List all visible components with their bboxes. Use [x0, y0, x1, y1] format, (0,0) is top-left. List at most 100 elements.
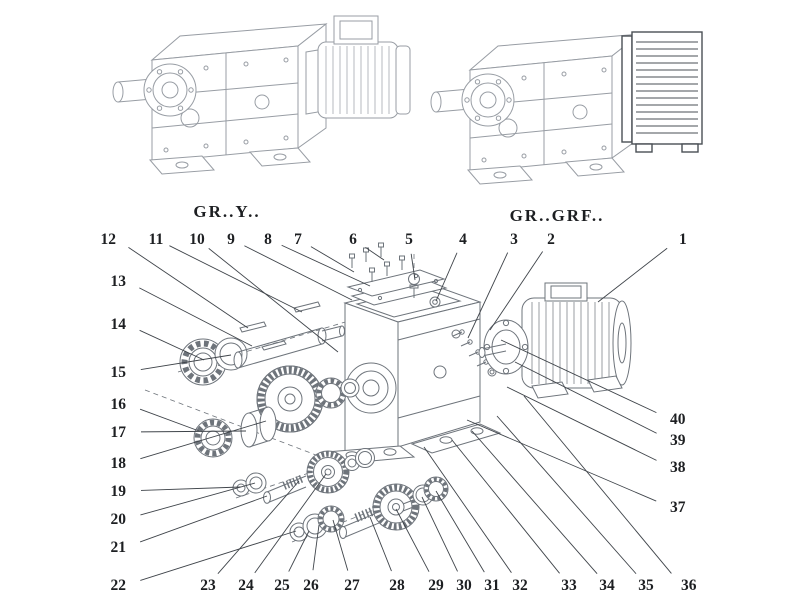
leader-line-part-38 [506, 386, 657, 461]
part-number-33: 33 [561, 577, 577, 594]
input-shaft [233, 301, 345, 369]
part-number-26: 26 [303, 577, 319, 594]
shaft-key [239, 321, 267, 333]
part-number-32: 32 [512, 577, 528, 594]
part-number-30: 30 [456, 577, 472, 594]
exploded-view [144, 242, 632, 543]
part-number-40: 40 [670, 411, 686, 428]
part-number-6: 6 [349, 231, 357, 248]
leader-line-part-20 [140, 482, 256, 516]
leader-line-part-21 [139, 495, 268, 543]
leader-line-part-1 [597, 247, 668, 303]
leader-line-part-11 [169, 245, 303, 313]
part-number-25: 25 [274, 577, 290, 594]
part-number-13: 13 [111, 273, 127, 290]
leader-line-part-3 [467, 252, 509, 339]
leader-line-part-6 [365, 247, 385, 261]
part-number-31: 31 [484, 577, 500, 594]
leader-line-part-40 [500, 339, 657, 414]
part-number-15: 15 [111, 364, 127, 381]
leader-line-part-33 [451, 439, 560, 574]
cover-bolts [349, 242, 441, 308]
leader-line-part-29 [395, 508, 430, 572]
motor-top-left [305, 15, 411, 119]
part-number-21: 21 [111, 539, 127, 556]
leader-line-part-7 [310, 246, 355, 273]
leader-line-part-9 [244, 245, 353, 301]
part-number-22: 22 [111, 577, 127, 594]
part-number-36: 36 [681, 577, 697, 594]
leader-line-part-4 [435, 252, 458, 302]
leader-line-part-27 [332, 519, 349, 571]
part-number-16: 16 [111, 396, 127, 413]
leader-line-part-22 [140, 530, 297, 581]
gear-housing [324, 282, 502, 465]
part-number-29: 29 [428, 577, 444, 594]
spacer-and-bearing [193, 406, 277, 458]
part-number-12: 12 [101, 231, 117, 248]
part-number-11: 11 [149, 231, 164, 248]
leader-line-part-32 [423, 446, 512, 573]
shaft-key [293, 301, 321, 313]
view-label-gr-grf: GR..GRF.. [510, 206, 605, 225]
part-number-38: 38 [670, 459, 686, 476]
part-number-9: 9 [227, 231, 235, 248]
vent-plug [429, 296, 441, 308]
part-number-17: 17 [111, 424, 127, 441]
leader-line-part-2 [489, 251, 544, 331]
leader-line-part-35 [496, 415, 637, 575]
leader-line-part-25 [288, 530, 310, 572]
housing-cover [346, 269, 448, 306]
terminal-box [544, 282, 588, 302]
leader-line-part-26 [312, 524, 320, 571]
part-number-37: 37 [670, 499, 686, 516]
assembled-view-gr-grf [430, 31, 703, 185]
leader-line-part-36 [523, 395, 672, 574]
leader-line-part-14 [139, 329, 205, 361]
view-label-gr-y: GR..Y.. [193, 202, 260, 221]
leader-line-part-23 [217, 480, 300, 575]
part-number-20: 20 [111, 511, 127, 528]
part-number-18: 18 [111, 455, 127, 472]
part-number-8: 8 [264, 231, 272, 248]
pinion-assembly [232, 448, 375, 504]
gear-side-rings [315, 377, 360, 409]
leader-line-part-12 [128, 247, 249, 329]
input-bearing-cover [143, 63, 197, 117]
leader-line-part-30 [421, 496, 458, 572]
part-number-35: 35 [638, 577, 654, 594]
part-number-34: 34 [599, 577, 615, 594]
leader-line-part-24 [254, 473, 327, 574]
motor-flange [478, 319, 529, 375]
part-number-1: 1 [679, 231, 687, 248]
part-number-28: 28 [389, 577, 405, 594]
part-number-14: 14 [111, 316, 127, 333]
part-number-5: 5 [405, 231, 413, 248]
output-shaft-assembly [289, 476, 449, 542]
leader-line-part-16 [139, 408, 200, 432]
leader-line-part-15 [140, 354, 232, 371]
part-number-39: 39 [670, 432, 686, 449]
leader-line-part-37 [466, 419, 657, 502]
leader-line-part-5 [410, 253, 416, 281]
leader-line-part-34 [471, 430, 598, 575]
part-number-10: 10 [189, 231, 205, 248]
part-number-23: 23 [200, 577, 216, 594]
leader-line-part-28 [369, 516, 392, 572]
assembled-view-gr-y [112, 15, 411, 175]
leader-line-part-31 [435, 490, 485, 573]
part-number-7: 7 [294, 231, 302, 248]
part-number-19: 19 [111, 483, 127, 500]
leader-line-part-8 [281, 244, 371, 287]
leader-line-part-17 [140, 430, 247, 433]
leader-line-part-18 [140, 420, 267, 460]
leader-line-part-13 [139, 287, 253, 347]
leader-lines [128, 244, 672, 581]
input-bearing [179, 337, 248, 386]
leader-line-part-39 [514, 361, 657, 434]
leader-line-part-19 [140, 486, 242, 491]
input-bearing-cover-right [461, 73, 515, 127]
